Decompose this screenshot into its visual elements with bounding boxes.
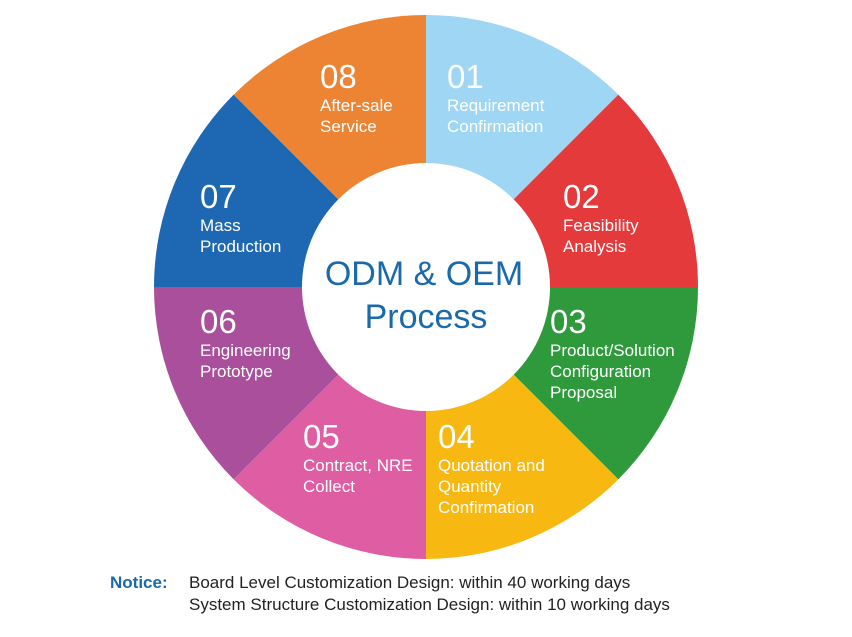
- segment-07-label-line-1: Mass: [200, 216, 241, 235]
- segment-05-label-line-1: Contract, NRE: [303, 456, 413, 475]
- notice-line-board: Board Level Customization Design: within…: [189, 573, 631, 592]
- segment-07-number: 07: [200, 178, 237, 215]
- segment-01-label-line-1: Requirement: [447, 96, 545, 115]
- segment-08-label-line-2: Service: [320, 117, 377, 136]
- segment-08-number: 08: [320, 58, 357, 95]
- segment-06-label-line-2: Prototype: [200, 362, 273, 381]
- segment-05-label-line-2: Collect: [303, 477, 355, 496]
- center-title-line2: Process: [365, 298, 488, 336]
- center-circle: [302, 163, 550, 411]
- segment-02-label-line-2: Analysis: [563, 237, 626, 256]
- segment-02-number: 02: [563, 178, 600, 215]
- segment-04-number: 04: [438, 418, 475, 455]
- center-title-line1: ODM & OEM: [325, 255, 523, 293]
- segment-03-label-line-1: Product/Solution: [550, 341, 675, 360]
- segment-03-number: 03: [550, 303, 587, 340]
- segment-02-label-line-1: Feasibility: [563, 216, 639, 235]
- segment-01-number: 01: [447, 58, 484, 95]
- segment-06-label-line-1: Engineering: [200, 341, 291, 360]
- segment-05-number: 05: [303, 418, 340, 455]
- segment-04-label-line-3: Confirmation: [438, 498, 534, 517]
- segment-03-label-line-3: Proposal: [550, 383, 617, 402]
- notice-line-system: System Structure Customization Design: w…: [189, 595, 670, 614]
- segment-08-label-line-1: After-sale: [320, 96, 393, 115]
- segment-01-label-line-2: Confirmation: [447, 117, 543, 136]
- segment-03-label-line-2: Configuration: [550, 362, 651, 381]
- segment-04-label-line-2: Quantity: [438, 477, 502, 496]
- segment-06-number: 06: [200, 303, 237, 340]
- segment-04-label-line-1: Quotation and: [438, 456, 545, 475]
- segment-07-label-line-2: Production: [200, 237, 281, 256]
- notice-label: Notice:: [110, 573, 168, 592]
